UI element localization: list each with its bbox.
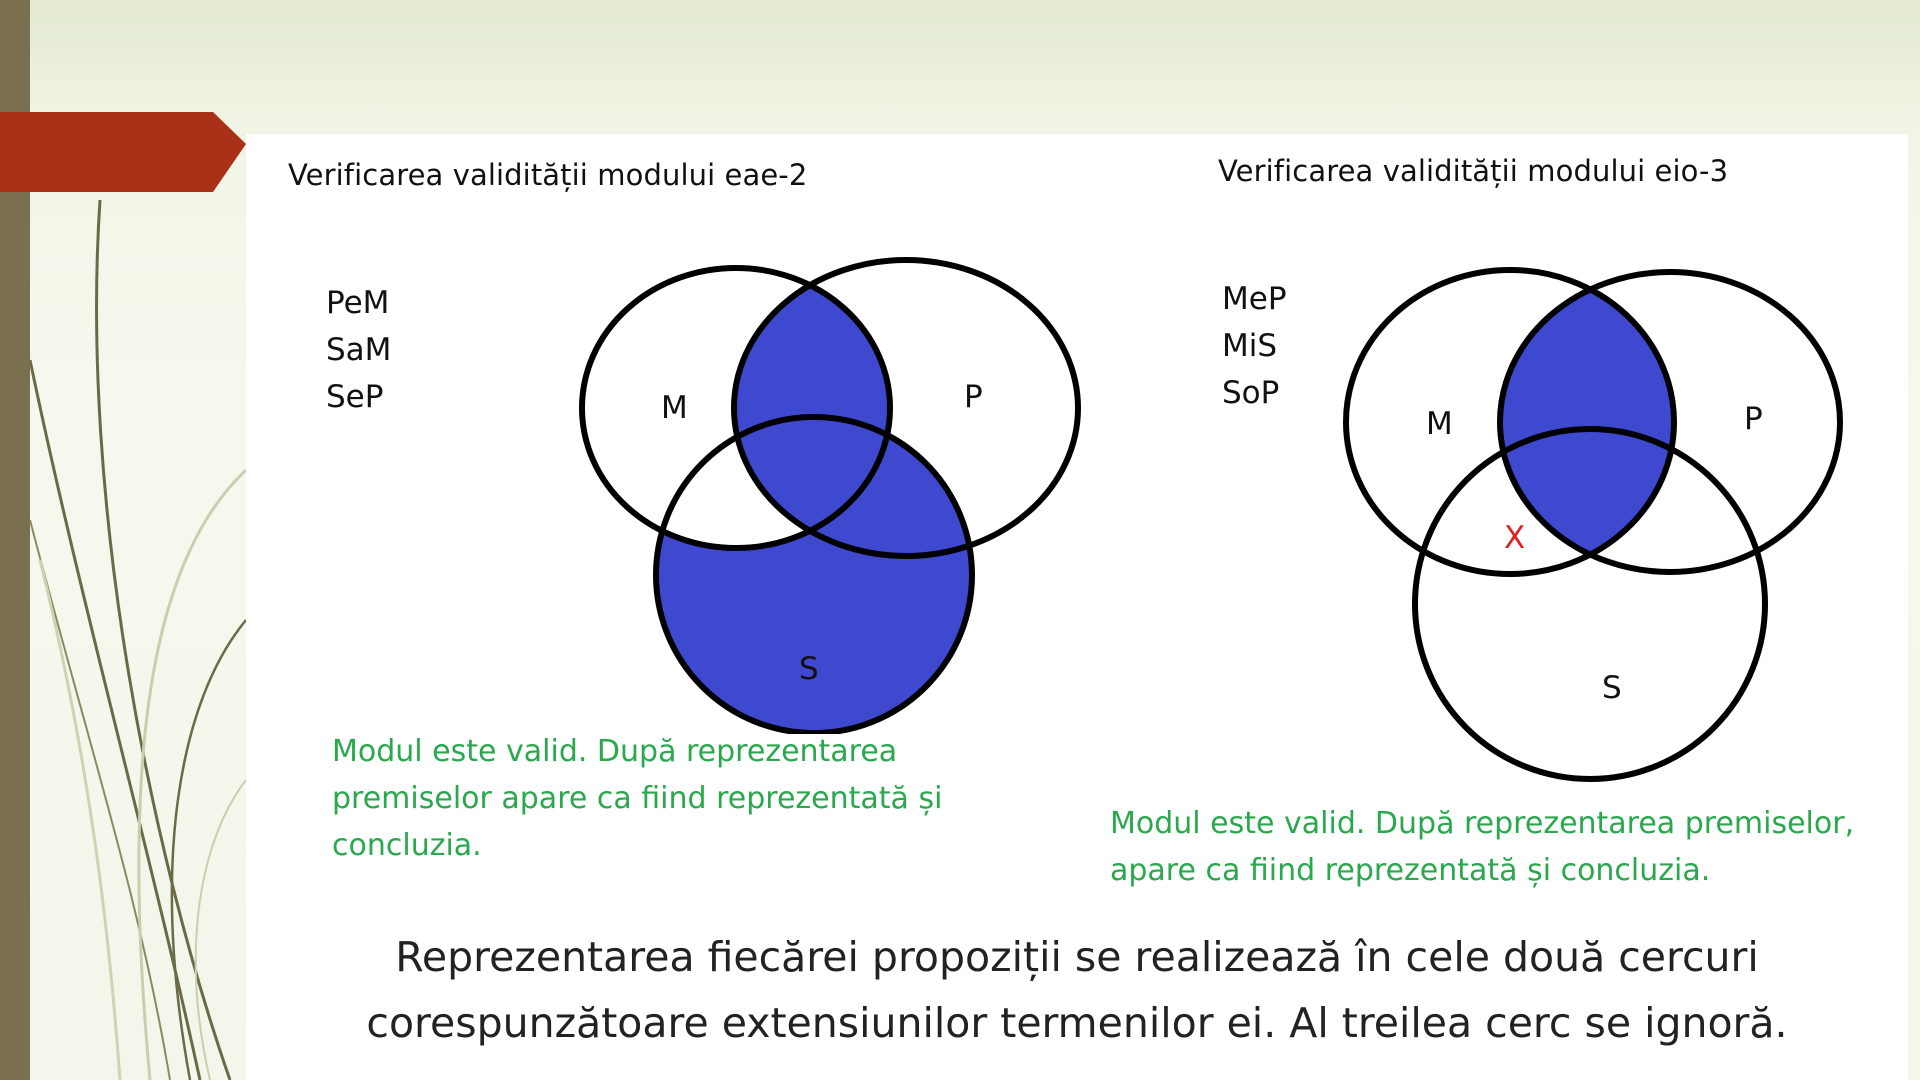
right-label-p: P <box>1744 401 1763 437</box>
right-diagram-title: Verificarea validității modului eio-3 <box>1218 154 1729 188</box>
left-premise-1: PeM <box>326 285 390 321</box>
left-label-p: P <box>964 379 983 415</box>
right-premise-2: MiS <box>1222 328 1278 364</box>
left-conclusion-text: Modul este valid. După reprezentarea pre… <box>332 728 942 869</box>
title-banner-arrow <box>0 112 246 192</box>
right-label-s: S <box>1602 670 1622 706</box>
left-premises: PeM SaM SeP <box>326 280 391 421</box>
right-shaded-regions <box>1500 272 1674 572</box>
left-diagram-title: Verificarea validității modului eae-2 <box>288 158 808 192</box>
left-circle-m <box>579 265 893 551</box>
slide-content: Verificarea validității modului eae-2 Pe… <box>246 134 1908 1080</box>
decorative-swirls <box>28 199 248 1080</box>
left-conclusion-line: concluzia. <box>332 828 482 863</box>
right-label-m: M <box>1426 406 1453 442</box>
right-conclusion-text: Modul este valid. După reprezentarea pre… <box>1110 800 1854 894</box>
left-venn-diagram: M P S <box>579 257 1081 734</box>
left-label-s: S <box>799 651 819 687</box>
right-conclusion-line: apare ca fiind reprezentată și concluzia… <box>1110 853 1711 888</box>
right-circle-m <box>1343 267 1677 577</box>
right-venn-diagram: M P S X <box>1343 267 1843 782</box>
right-premise-1: MeP <box>1222 281 1287 317</box>
slide-caption: Reprezentarea fiecărei propoziții se rea… <box>246 924 1908 1056</box>
caption-line: corespunzătoare extensiunilor termenilor… <box>366 999 1788 1047</box>
right-existence-marker: X <box>1504 520 1525 556</box>
caption-line: Reprezentarea fiecărei propoziții se rea… <box>395 933 1759 981</box>
left-conclusion-line: Modul este valid. După reprezentarea <box>332 734 898 769</box>
right-conclusion-line: Modul este valid. După reprezentarea pre… <box>1110 806 1855 841</box>
left-label-m: M <box>661 390 688 426</box>
left-premise-3: SeP <box>326 379 384 415</box>
right-circle-p <box>1497 269 1843 575</box>
right-circle-s <box>1412 426 1768 782</box>
left-circle-p <box>731 257 1081 559</box>
right-premise-3: SoP <box>1222 375 1280 411</box>
left-premise-2: SaM <box>326 332 392 368</box>
left-conclusion-line: premiselor apare ca fiind reprezentată ș… <box>332 781 943 816</box>
right-premises: MeP MiS SoP <box>1222 276 1287 417</box>
left-shaded-regions <box>656 268 972 733</box>
left-circle-s <box>653 414 975 734</box>
